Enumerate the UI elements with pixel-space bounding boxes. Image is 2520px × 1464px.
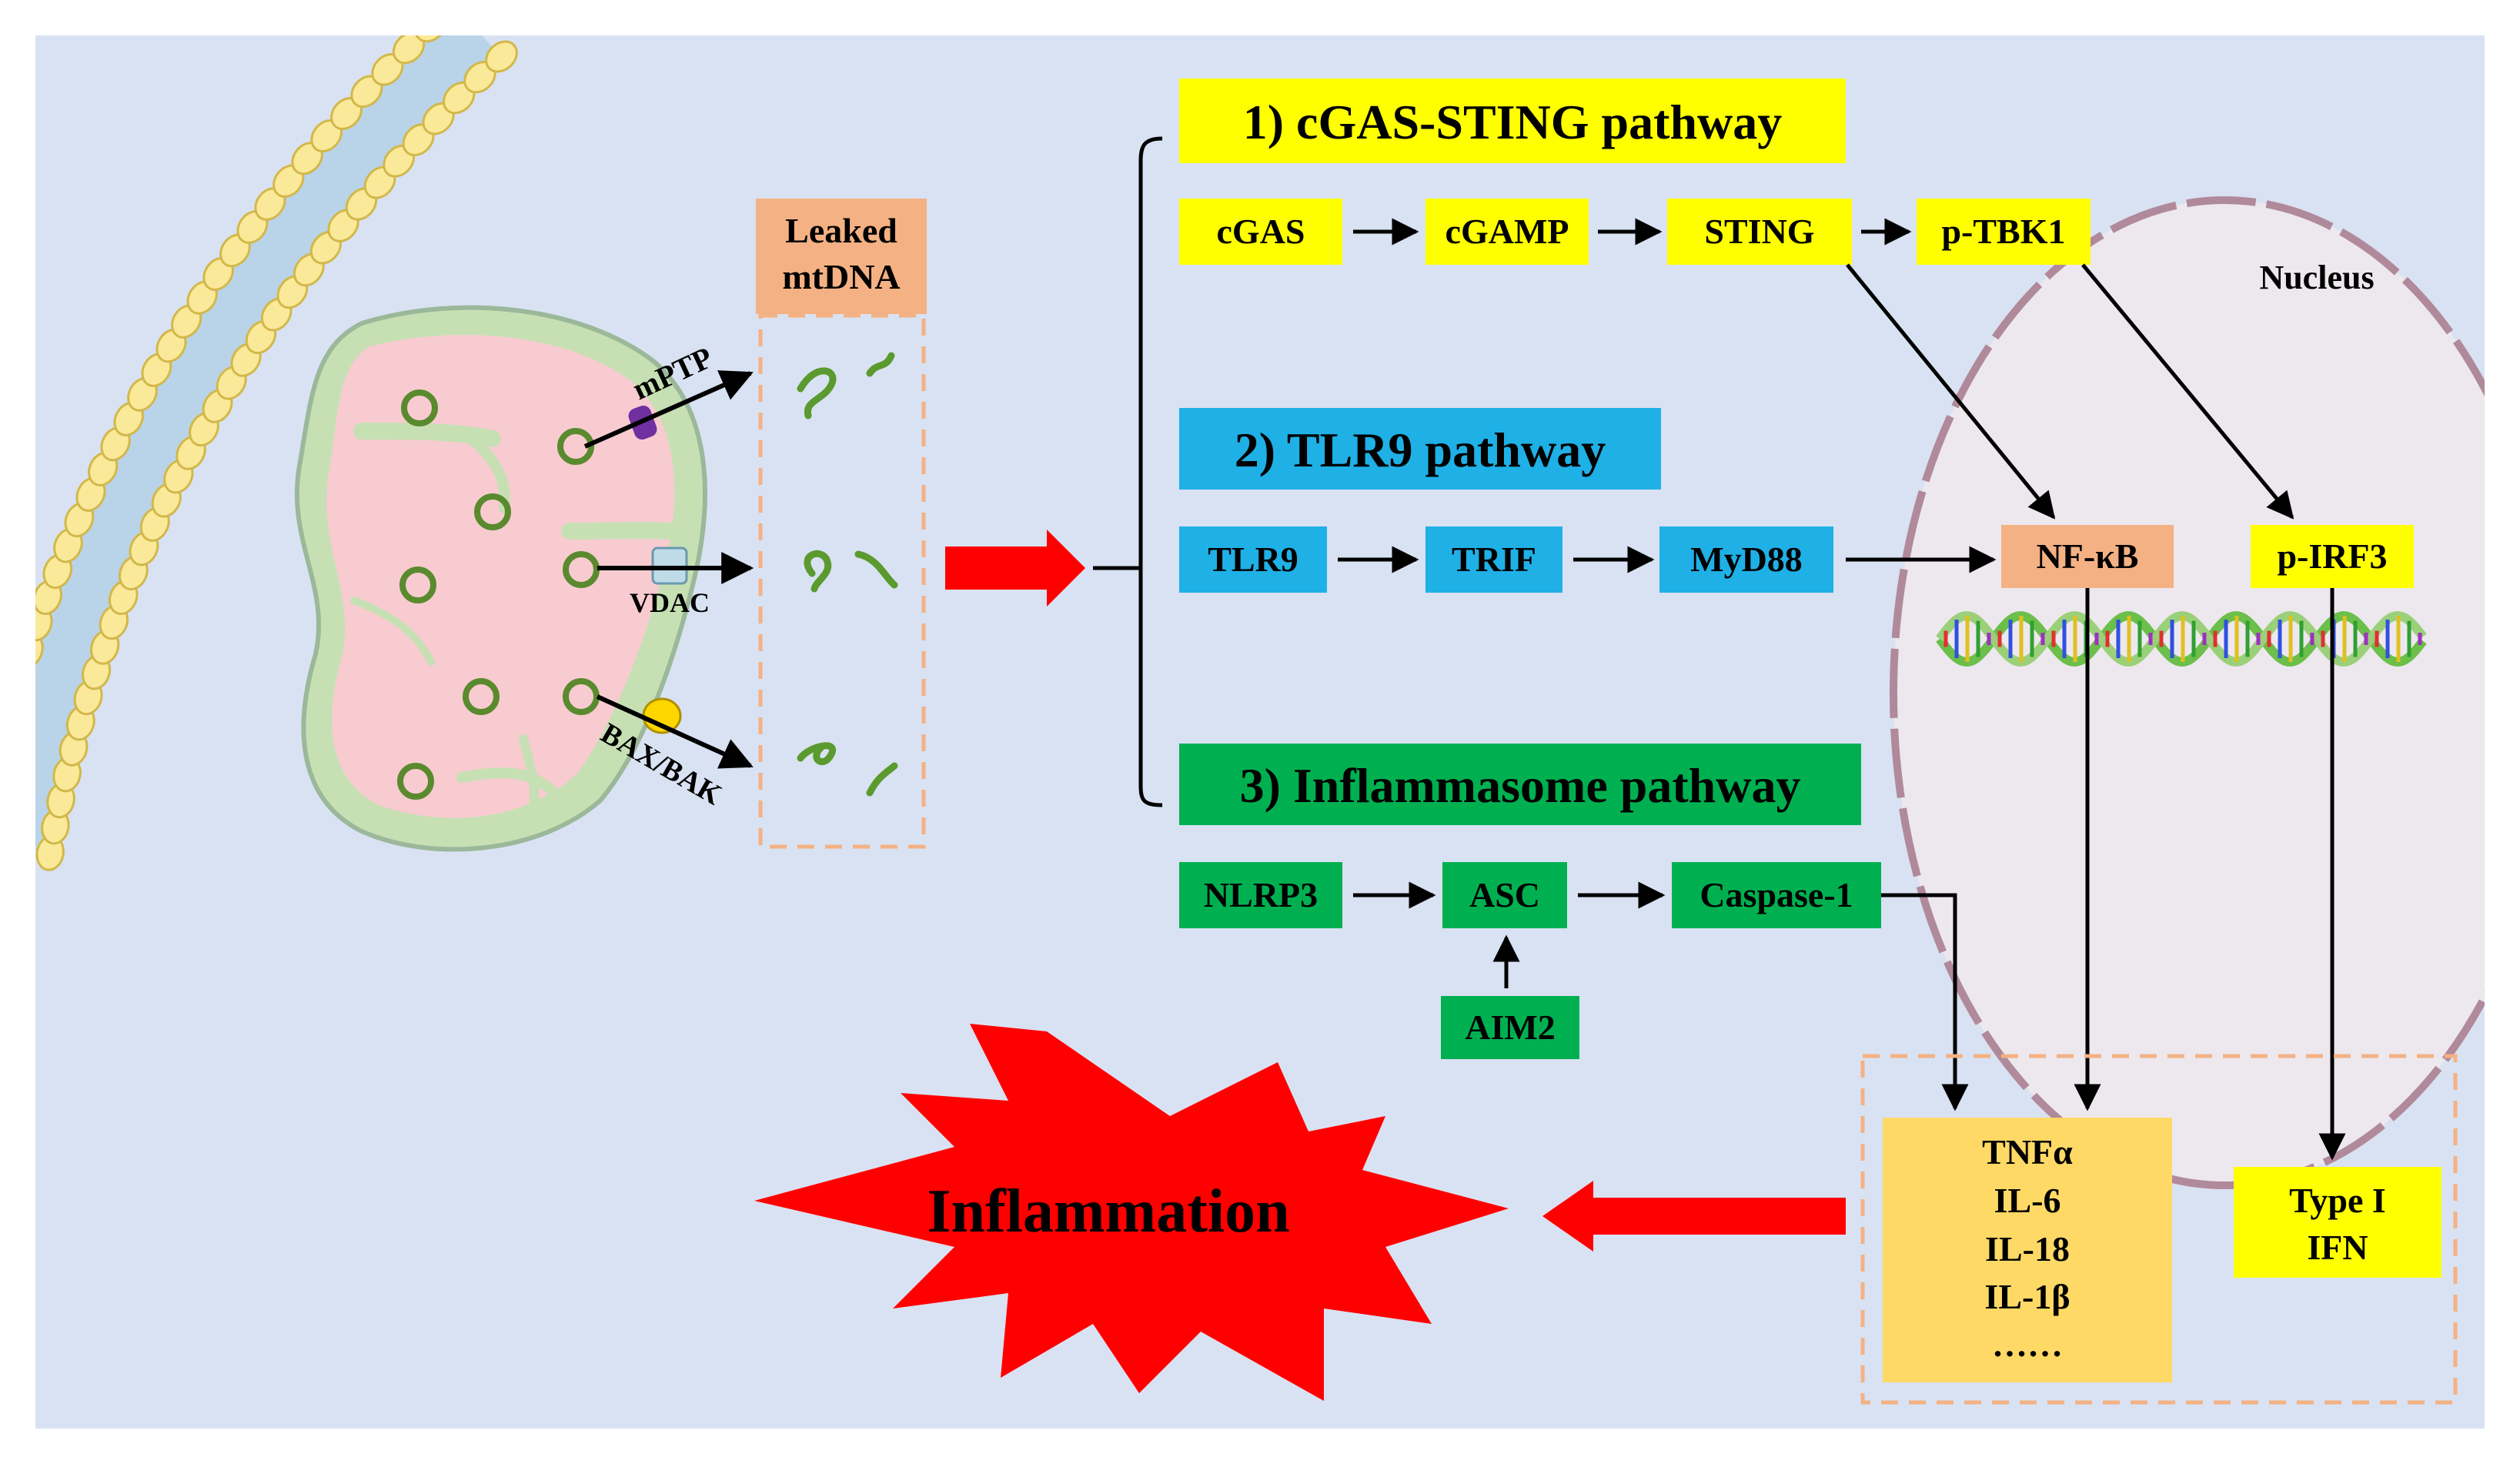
leaked-mtdna-label-1: Leaked: [785, 211, 897, 250]
node-sting-label: STING: [1704, 212, 1814, 251]
node-tlr9: [1179, 526, 1327, 593]
red-arrow-to-inflammation: [1542, 1181, 1846, 1252]
node-sting: [1667, 199, 1852, 265]
node-aim2: [1441, 996, 1579, 1059]
type1-ifn-label-2: IFN: [2307, 1228, 2368, 1267]
cgas-sting-title: 1) cGAS-STING pathway: [1243, 95, 1783, 149]
node-trif-label: TRIF: [1452, 540, 1536, 579]
node-pirf3: [2251, 525, 2414, 588]
type1-ifn-box: [2234, 1167, 2441, 1278]
cytokine-tnfa: TNFα: [1982, 1132, 2073, 1172]
leaked-mtdna-box: [756, 199, 927, 314]
red-arrow-to-pathways: [945, 530, 1085, 607]
dna-helix-icon: [1936, 610, 2427, 667]
node-nlrp3-label: NLRP3: [1204, 875, 1318, 914]
node-tlr9-label: TLR9: [1208, 540, 1298, 579]
nucleus-label: Nucleus: [2259, 259, 2374, 296]
node-aim2-label: AIM2: [1465, 1008, 1556, 1047]
inflammasome-pathway: 3) Inflammasome pathway NLRP3 ASC Caspas…: [1179, 744, 1969, 1111]
leaked-mtdna-label-2: mtDNA: [782, 257, 900, 296]
inflammation-label: Inflammation: [927, 1178, 1289, 1245]
mitochondrion: [295, 305, 707, 852]
cell-membrane: [35, 35, 518, 871]
node-cgamp-label: cGAMP: [1445, 212, 1569, 251]
node-cgamp: [1425, 199, 1589, 265]
outputs-dashed-box: [1860, 1054, 2458, 1405]
node-ptbk1-label: p-TBK1: [1941, 212, 2065, 251]
node-caspase1: [1672, 862, 1881, 928]
node-myd88-label: MyD88: [1690, 540, 1803, 579]
nucleus: [1890, 196, 2485, 1189]
node-cgas-label: cGAS: [1217, 212, 1305, 251]
node-trif: [1425, 526, 1562, 593]
leaked-mtdna-group: Leaked mtDNA: [756, 199, 927, 849]
cytokine-il6: IL-6: [1994, 1181, 2061, 1220]
node-caspase1-label: Caspase-1: [1699, 875, 1853, 914]
node-ptbk1: [1917, 199, 2091, 265]
inflammasome-title-box: [1179, 744, 1861, 825]
inflammasome-title: 3) Inflammasome pathway: [1240, 758, 1801, 813]
cytokine-il18: IL-18: [1985, 1229, 2070, 1268]
node-asc-label: ASC: [1469, 875, 1540, 914]
node-nfkb: [2001, 525, 2174, 588]
tlr9-title-box: [1179, 408, 1661, 490]
cgas-sting-title-box: [1179, 79, 1846, 163]
cytokines-box: [1883, 1118, 2172, 1382]
node-cgas: [1179, 199, 1342, 265]
node-asc: [1442, 862, 1567, 928]
tlr9-pathway: 2) TLR9 pathway TLR9 TRIF MyD88: [1179, 408, 1997, 593]
node-nfkb-label: NF-κB: [2037, 536, 2139, 576]
type1-ifn-label-1: Type I: [2289, 1181, 2386, 1220]
tlr9-title: 2) TLR9 pathway: [1235, 423, 1606, 477]
node-myd88: [1659, 526, 1833, 593]
mtdna-fragments-icon: [797, 352, 898, 797]
vdac-label: VDAC: [630, 587, 710, 618]
cytokine-ellipsis: ……: [1992, 1325, 2063, 1364]
pathway-bracket: [1138, 136, 1163, 807]
node-pirf3-label: p-IRF3: [2277, 536, 2387, 576]
inflammation-burst: [754, 1024, 1509, 1401]
cgas-sting-pathway: 1) cGAS-STING pathway cGAS cGAMP STING p…: [1179, 79, 2091, 265]
node-nlrp3: [1179, 862, 1342, 928]
leaked-mtdna-dashed-box: [758, 313, 926, 849]
cytokine-il1b: IL-1β: [1984, 1277, 2070, 1316]
